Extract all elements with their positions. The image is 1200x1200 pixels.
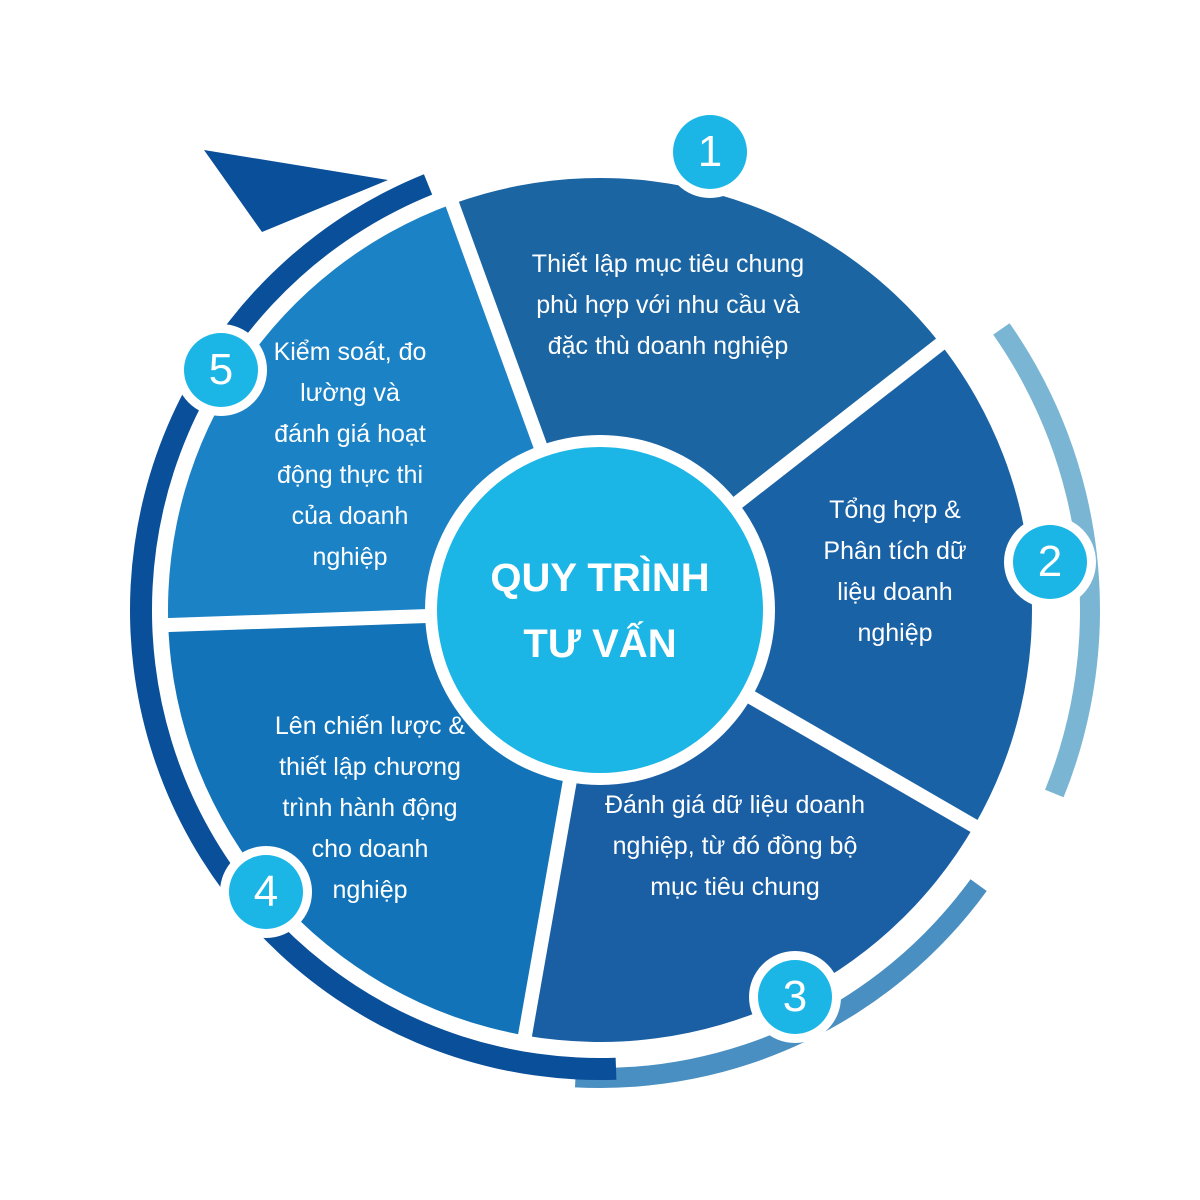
step-5-text: Kiểm soát, đo lường và đánh giá hoạt độn… <box>273 338 427 571</box>
outer-arrow-head <box>204 150 388 232</box>
bottom-arc <box>574 879 987 1088</box>
center-title: QUY TRÌNH TƯ VẤN <box>490 556 710 666</box>
step-3-text: Đánh giá dữ liệu doanh nghiệp, từ đó đồn… <box>605 791 865 901</box>
step-4-number: 4 <box>253 867 279 916</box>
step-5-number: 5 <box>208 345 234 394</box>
step-3-badge <box>758 960 832 1034</box>
step-1-number: 1 <box>697 127 723 176</box>
step-1-badge <box>673 115 747 189</box>
step-2-number: 2 <box>1037 537 1063 586</box>
center-circle <box>425 435 775 785</box>
badges <box>175 106 1096 1043</box>
step-5-badge <box>184 333 258 407</box>
step-2-badge <box>1013 525 1087 599</box>
step-4-badge <box>229 855 303 929</box>
center-circle-fill <box>437 447 763 773</box>
step-2-text: Tổng hợp & Phân tích dữ liệu doanh nghiệ… <box>823 496 967 647</box>
step-3-number: 3 <box>782 972 808 1021</box>
step-4-text: Lên chiến lược & thiết lập chương trình … <box>274 712 466 904</box>
step-1-text: Thiết lập mục tiêu chung phù hợp với nhu… <box>531 250 805 360</box>
